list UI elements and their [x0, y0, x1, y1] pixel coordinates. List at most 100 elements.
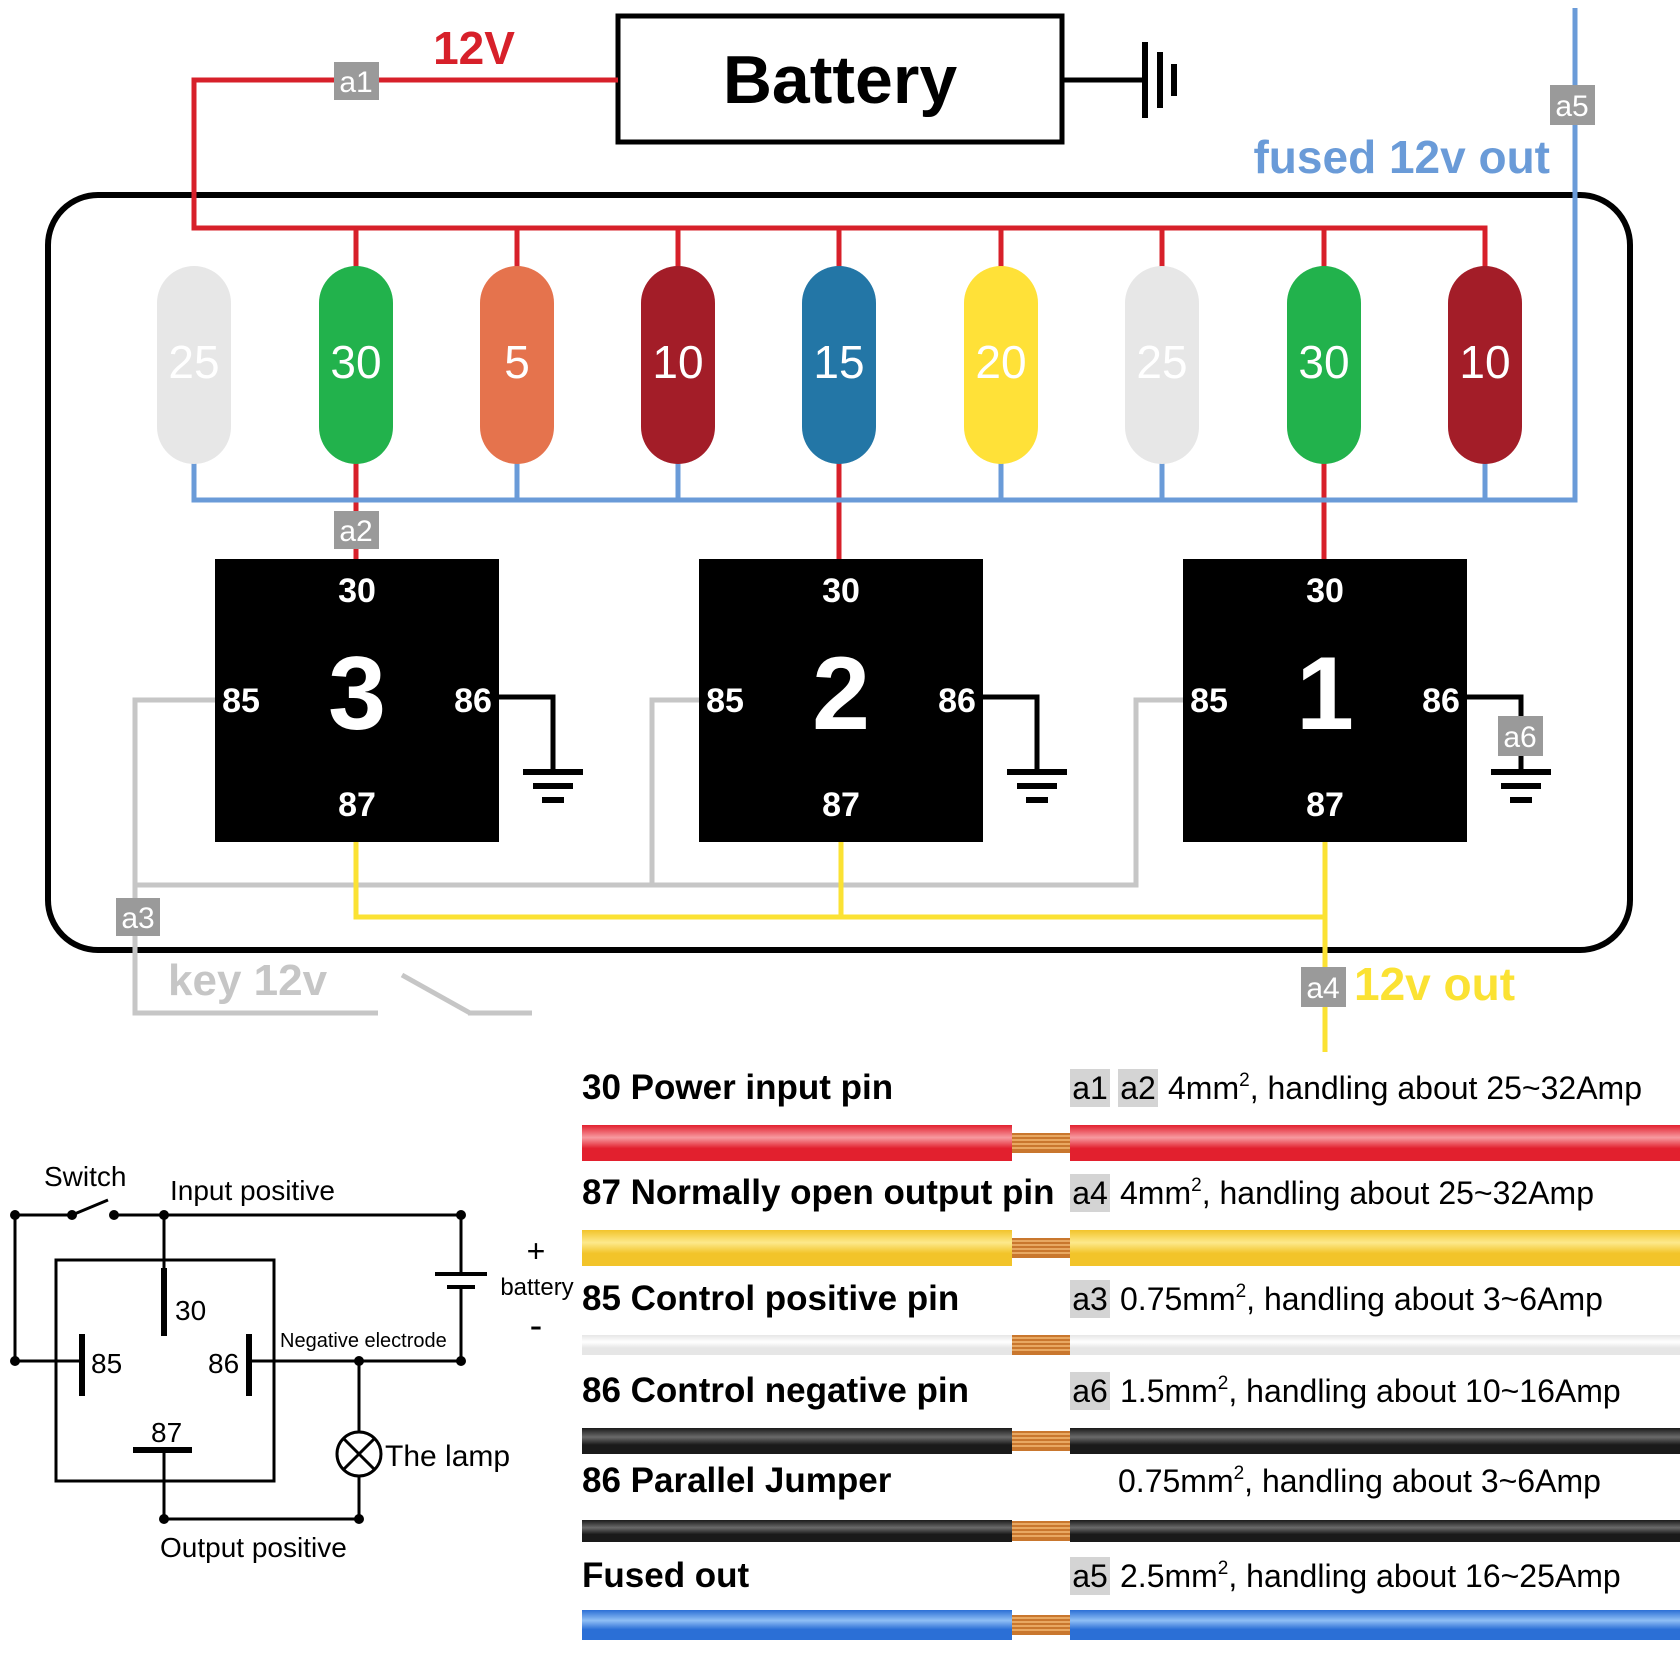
- relay-pin-85-label: 85: [1190, 682, 1228, 720]
- negative-electrode-label: Negative electrode: [280, 1330, 447, 1352]
- fuse-rating-label: 20: [975, 336, 1026, 388]
- fuse-8: 30: [1287, 266, 1361, 464]
- wire-spec: 4mm2, handling about 25~32Amp: [1168, 1070, 1642, 1106]
- wire-insulation-left: [582, 1125, 1012, 1161]
- marker-a2: a2: [334, 511, 379, 549]
- battery-box: [615, 13, 1065, 145]
- wire-insulation-right: [1070, 1610, 1680, 1640]
- fused-out-label: fused 12v out: [1253, 131, 1550, 183]
- wire-title: 30 Power input pin: [582, 1068, 893, 1107]
- relay-1: 30 85 86 87 1: [1183, 559, 1467, 842]
- wire-tag: a3: [1072, 1281, 1108, 1317]
- wire-tag-badge: [1070, 1280, 1110, 1318]
- fuse-rating-label: 25: [168, 336, 219, 388]
- plus-label: +: [527, 1233, 546, 1269]
- yellow-output-wires: [353, 842, 1328, 1052]
- relay-pin-87-label: 87: [1306, 786, 1344, 824]
- fuse-5: 15: [802, 266, 876, 464]
- relay-pin-86-label: 86: [1422, 682, 1460, 720]
- wire-tag: a6: [1072, 1373, 1108, 1409]
- wire-copper-core: [1012, 1615, 1070, 1635]
- supply-12v-label: 12V: [433, 22, 515, 74]
- wire-spec: 2.5mm2, handling about 16~25Amp: [1120, 1558, 1621, 1594]
- fuse-3: 5: [480, 266, 554, 464]
- lamp-label: The lamp: [385, 1440, 510, 1473]
- marker-a3: a3: [116, 898, 160, 936]
- fuse-rating-label: 15: [813, 336, 864, 388]
- wire-tag: a4: [1072, 1175, 1108, 1211]
- schematic-labels: Switch Input positive 30 85 86 87 + batt…: [44, 1161, 574, 1563]
- svg-text:a1: a1: [339, 66, 372, 99]
- relay-pin-30-label: 30: [1306, 572, 1344, 610]
- relay-pin-85-label: 85: [222, 682, 260, 720]
- marker-a6: a6: [1498, 716, 1543, 756]
- wire-tag-badge: [1070, 1069, 1110, 1107]
- relay-number-label: 3: [328, 636, 386, 752]
- relay-ground-icons: [523, 769, 1551, 803]
- relay-number-label: 2: [812, 636, 870, 752]
- battery-ground-icon: [1062, 42, 1177, 118]
- relay-pin-87-label: 87: [338, 786, 376, 824]
- fuse-1: 25: [157, 266, 231, 464]
- fuse-rating-label: 10: [1459, 336, 1510, 388]
- switch-lever-icon: [71, 1198, 109, 1217]
- wire-insulation-left: [582, 1610, 1012, 1640]
- relay-pin-30-label: 30: [338, 572, 376, 610]
- svg-text:a3: a3: [121, 902, 154, 935]
- relay-schematic: [10, 1198, 487, 1524]
- relay-number-label: 1: [1296, 636, 1354, 752]
- switch-label: Switch: [44, 1161, 126, 1192]
- wire-legend-row: 87 Normally open output pin a4 4mm2, handl…: [582, 1173, 1680, 1266]
- svg-text:a4: a4: [1306, 972, 1339, 1005]
- minus-label: -: [530, 1305, 543, 1347]
- wire-insulation-right: [1070, 1335, 1680, 1355]
- wire-insulation-right: [1070, 1230, 1680, 1266]
- relay-pin-86-label: 86: [938, 682, 976, 720]
- relay-pin-85-label: 85: [706, 682, 744, 720]
- wire-spec: 0.75mm2, handling about 3~6Amp: [1118, 1463, 1601, 1499]
- fuse-7: 25: [1125, 266, 1199, 464]
- wire-copper-core: [1012, 1431, 1070, 1451]
- pin-85-label: 85: [91, 1348, 122, 1379]
- pin-86-label: 86: [208, 1348, 239, 1379]
- wire-copper-core: [1012, 1521, 1070, 1541]
- fuse-6: 20: [964, 266, 1038, 464]
- wire-tag-badge: [1118, 1069, 1158, 1107]
- wire-tag-badge: [1070, 1174, 1110, 1212]
- wire-title: Fused out: [582, 1556, 750, 1595]
- wire-copper-core: [1012, 1133, 1070, 1153]
- wire-spec: 4mm2, handling about 25~32Amp: [1120, 1175, 1594, 1211]
- fuse-9: 10: [1448, 266, 1522, 464]
- svg-text:a2: a2: [339, 515, 372, 548]
- pin-87-label: 87: [151, 1417, 182, 1448]
- wire-insulation-left: [582, 1335, 1012, 1355]
- input-positive-label: Input positive: [170, 1175, 335, 1206]
- wire-copper-core: [1012, 1335, 1070, 1355]
- wire-spec: 0.75mm2, handling about 3~6Amp: [1120, 1281, 1603, 1317]
- fuse-2: 30: [319, 266, 393, 464]
- key-12v-label: key 12v: [168, 956, 328, 1005]
- wire-title: 87 Normally open output pin: [582, 1173, 1055, 1212]
- wire-insulation-right: [1070, 1125, 1680, 1161]
- fuse-rating-label: 30: [330, 336, 381, 388]
- svg-text:a6: a6: [1503, 721, 1536, 754]
- wire-insulation-right: [1070, 1428, 1680, 1454]
- wire-insulation-left: [582, 1520, 1012, 1542]
- battery-schematic-label: battery: [500, 1274, 573, 1301]
- fuse-rating-label: 5: [504, 336, 530, 388]
- relay-pin-86-label: 86: [454, 682, 492, 720]
- svg-text:a5: a5: [1555, 90, 1588, 123]
- wire-insulation-right: [1070, 1520, 1680, 1542]
- wire-tag-badge: [1070, 1557, 1110, 1595]
- fuse-rating-label: 30: [1298, 336, 1349, 388]
- fuse-relay-box-diagram: Battery: [45, 8, 1633, 1052]
- relay-3: 30 85 86 87 3: [215, 559, 499, 842]
